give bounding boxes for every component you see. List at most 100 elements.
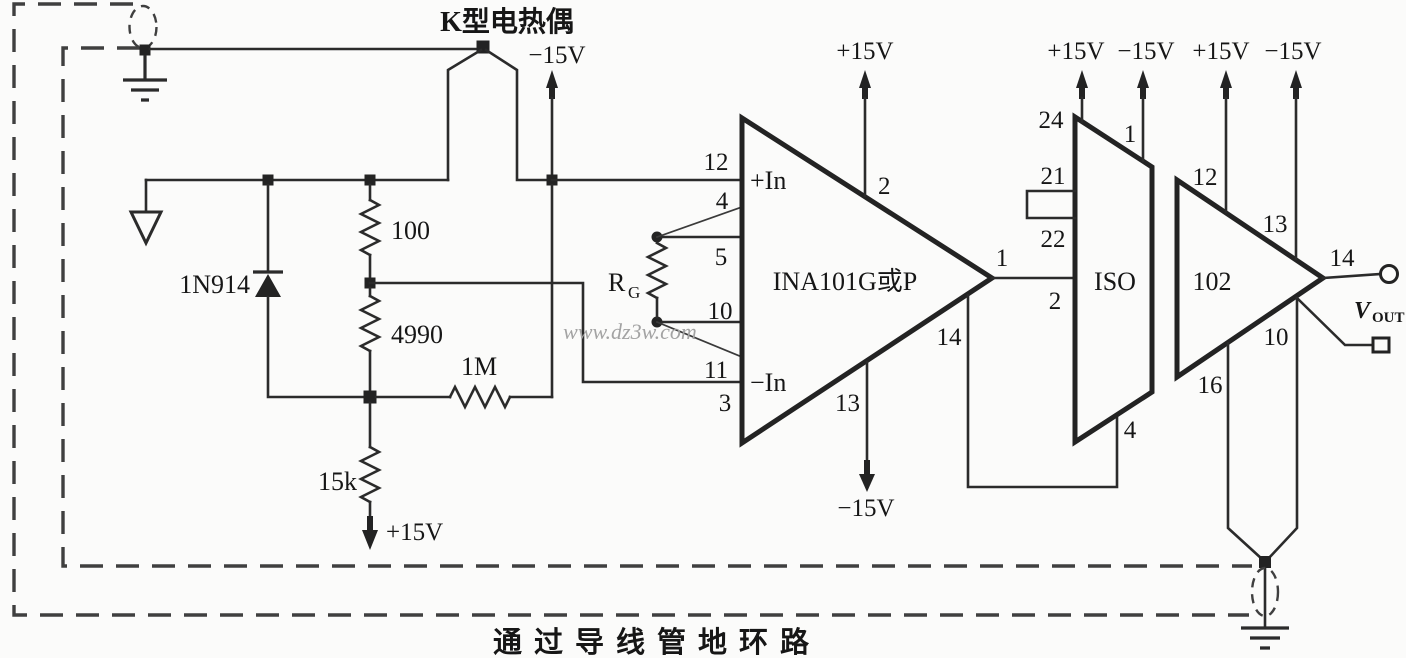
minus-in-label: −In (750, 368, 786, 397)
supply-neg15-ina: −15V 13 (835, 360, 895, 522)
arrow-stem (864, 460, 870, 474)
supply-pos15-ina: +15V 2 (836, 38, 893, 200)
input-shield-ground (123, 4, 167, 102)
arrow-up-icon (1137, 70, 1149, 88)
arrow-down-icon (859, 474, 875, 492)
wire-vout-top (1321, 272, 1382, 280)
vout-terminal-circle-icon (1379, 264, 1399, 284)
vout-label: V (1354, 298, 1372, 324)
junction-dot (1259, 556, 1271, 568)
wire-pin10-down (1266, 296, 1299, 561)
ina101-amplifier: INA101G或P +In −In 12 4 5 10 11 3 (704, 113, 997, 448)
outer-shield-dashed-loop (12, 2, 1249, 617)
pin-label-14: 14 (937, 324, 963, 351)
diode-bottom-wire (266, 295, 372, 399)
diode-label: 1N914 (179, 270, 250, 299)
iso-trapezoid-icon (1072, 112, 1155, 447)
output-ground-return (1226, 296, 1299, 650)
wire-vout-bottom (1295, 296, 1374, 347)
arrow-stem (862, 86, 868, 99)
thermocouple-right-lead (484, 48, 554, 182)
feedback-loop-ina14-iso4: 14 4 (937, 293, 1137, 489)
pos15-label: +15V (836, 38, 893, 65)
wire-pin4 (655, 205, 744, 239)
arrow-up-icon (1220, 70, 1232, 88)
pin-label-iso4: 4 (1124, 417, 1137, 444)
pin-label-21: 21 (1041, 163, 1066, 190)
resistor-value: 1M (461, 352, 497, 381)
vout-subscript: OUT (1372, 310, 1405, 326)
arrow-up-icon (859, 70, 871, 88)
watermark: www.dz3w.com (563, 319, 697, 344)
inner-shield-dashed-loop (61, 46, 1252, 568)
supply-pos15-amp: +15V (1192, 38, 1250, 214)
shield-loop-icon (1250, 566, 1280, 618)
iso-amplifier: ISO 21 22 24 1 (1025, 107, 1155, 447)
iso-name: ISO (1094, 267, 1136, 296)
pin-label-iso1: 1 (1124, 121, 1137, 148)
neg15-label: −15V (1264, 38, 1321, 65)
pos15-label: +15V (1192, 38, 1249, 65)
pin-label-10: 10 (708, 298, 733, 325)
wire-pin11 (655, 320, 744, 359)
resistor-100: 100 (358, 174, 430, 285)
neg15-label: −15V (1117, 38, 1174, 65)
vout-terminal-square-icon (1371, 336, 1391, 354)
ina-name: INA101G或P (773, 267, 917, 296)
pins-21-22-jumper (1025, 189, 1077, 220)
pin-label-13: 13 (835, 390, 860, 417)
pin-label-14: 14 (1330, 245, 1356, 272)
pin-label-13: 13 (1263, 211, 1288, 238)
pin-label-2: 2 (878, 173, 891, 200)
amp-102: 102 12 13 14 16 10 (1174, 164, 1356, 399)
pin-label-4: 4 (716, 188, 729, 215)
ground-symbol-icon (1241, 626, 1289, 650)
arrow-stem (1223, 86, 1229, 99)
supply-neg15-amp: −15V (1264, 38, 1322, 261)
rg-label: R (608, 268, 626, 297)
pin-label-12: 12 (704, 149, 729, 176)
neg15-label: −15V (837, 495, 894, 522)
pos15-label: +15V (386, 519, 443, 546)
pin-label-12: 12 (1193, 164, 1218, 191)
shield-loop-icon (128, 4, 158, 50)
arrow-up-icon (546, 70, 558, 88)
resistor-zigzag-icon (448, 384, 512, 410)
resistor-1m: 1M (374, 183, 554, 410)
junction-dot (363, 390, 377, 404)
arrow-stem (1079, 86, 1085, 99)
pin-label-5: 5 (715, 244, 728, 271)
rg-subscript: G (628, 283, 640, 302)
pin-label-24: 24 (1039, 107, 1065, 134)
arrow-stem (549, 86, 555, 99)
junction-dot (364, 174, 376, 186)
diode-triangle-icon (255, 274, 281, 297)
open-arrow-down-icon (128, 210, 164, 247)
pin-label-iso2: 2 (1049, 288, 1062, 315)
wire-pin16-down (1226, 341, 1264, 561)
supply-pos15-iso: +15V (1047, 38, 1105, 124)
resistor-value: 4990 (391, 320, 443, 349)
wire-feedback (966, 293, 1119, 489)
amplifier-triangle-icon (739, 113, 997, 448)
ground-symbol-icon (123, 55, 167, 102)
pin-label-22: 22 (1041, 226, 1066, 253)
resistor-zigzag-icon (358, 198, 382, 257)
resistor-zigzag-icon (358, 294, 382, 353)
arrow-stem (1140, 86, 1146, 99)
pin-label-3: 3 (719, 390, 732, 417)
caption: 通过导线管地环路 (493, 625, 821, 658)
arrow-up-icon (1290, 70, 1302, 88)
pin-label-16: 16 (1198, 372, 1223, 399)
resistor-4990: 4990 (358, 277, 443, 404)
resistor-15k: 15k +15V (318, 401, 443, 550)
arrow-down-icon (362, 530, 378, 550)
supply-neg15-iso: −15V (1117, 38, 1175, 163)
junction-dot (262, 174, 274, 186)
amp-name: 102 (1193, 267, 1232, 296)
diode-1n914: 1N914 (179, 174, 372, 399)
amplifier-triangle-icon (1174, 175, 1328, 382)
arrow-up-icon (1076, 70, 1088, 88)
